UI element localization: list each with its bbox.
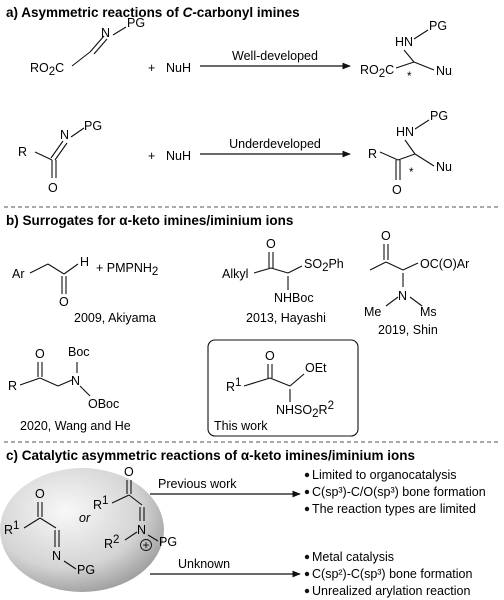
plus-sign: + [148, 61, 155, 75]
svg-text:+ PMPNH2: + PMPNH2 [96, 261, 158, 278]
svg-text:R1: R1 [226, 377, 241, 394]
svg-text:R1: R1 [93, 495, 108, 512]
svg-text:N: N [71, 374, 80, 388]
svg-text:N: N [137, 523, 146, 537]
svg-text:R2: R2 [104, 534, 119, 551]
this-work-box [207, 339, 359, 437]
svg-text:2013, Hayashi: 2013, Hayashi [246, 311, 326, 325]
svg-text:PG: PG [84, 119, 102, 133]
svg-text:2020, Wang and He: 2020, Wang and He [20, 419, 131, 433]
svg-text:This work: This work [214, 419, 268, 433]
unknown-list: Metal catalysis C(sp²)-C(sp³) bone forma… [304, 550, 473, 598]
section-b-title: b) Surrogates for α-keto imines/iminium … [6, 213, 293, 228]
reactant-c-ester-imine: N PG RO2C [30, 16, 145, 78]
arrow-label-well-developed: Well-developed [232, 49, 318, 63]
svg-text:O: O [265, 349, 275, 363]
section-c-title: c) Catalytic asymmetric reactions of α-k… [6, 448, 415, 463]
svg-text:*: * [409, 167, 414, 179]
svg-text:N: N [52, 549, 61, 563]
svg-text:O: O [35, 347, 45, 361]
svg-text:RO2C: RO2C [360, 63, 394, 80]
svg-text:+: + [143, 540, 150, 552]
svg-text:O: O [35, 487, 45, 501]
svg-text:SO2Ph: SO2Ph [304, 257, 344, 274]
sphere-background [0, 468, 164, 592]
svg-text:HN: HN [395, 35, 413, 49]
svg-text:O: O [48, 181, 58, 195]
list-item: Unrealized arylation reaction [312, 584, 470, 598]
svg-text:N: N [101, 26, 110, 40]
svg-text:Ms: Ms [420, 305, 437, 319]
svg-text:RO2C: RO2C [30, 61, 64, 78]
svg-text:R: R [368, 147, 377, 161]
svg-text:NHBoc: NHBoc [274, 291, 314, 305]
svg-text:Nu: Nu [436, 160, 452, 174]
svg-text:N: N [398, 289, 407, 303]
svg-text:PG: PG [430, 109, 448, 123]
list-item: Metal catalysis [312, 550, 394, 564]
svg-text:HN: HN [396, 125, 414, 139]
svg-text:R: R [8, 379, 17, 393]
svg-text:OC(O)Ar: OC(O)Ar [420, 257, 469, 271]
svg-text:Me: Me [364, 305, 381, 319]
svg-text:*: * [407, 71, 412, 83]
plus-sign: + [148, 149, 155, 163]
svg-text:OEt: OEt [305, 361, 327, 375]
svg-text:PG: PG [159, 535, 177, 549]
arrow-label-underdeveloped: Underdeveloped [229, 137, 321, 151]
sphere-keto-imine: O R1 N PG [4, 487, 95, 577]
svg-text:O: O [381, 229, 391, 243]
or-label: or [79, 511, 91, 525]
list-item: C(sp³)-C/O(sp³) bone formation [312, 485, 486, 499]
product-amino-ester: HN PG RO2C * Nu [360, 19, 452, 83]
sphere-keto-iminium: O R1 N R2 PG + [93, 465, 177, 552]
list-item: Limited to organocatalysis [312, 468, 457, 482]
surrogate-wang-he: O R N Boc OBoc 2020, Wang and He [8, 345, 131, 433]
svg-text:PG: PG [127, 16, 145, 30]
surrogate-this-work: O R1 OEt NHSO2R2 This work [214, 349, 334, 433]
svg-text:OBoc: OBoc [88, 397, 119, 411]
unknown-label: Unknown [178, 557, 230, 571]
product-amino-ketone: HN PG R O * Nu [368, 109, 452, 197]
svg-text:R1: R1 [4, 520, 19, 537]
svg-text:N: N [60, 128, 69, 142]
svg-text:Boc: Boc [68, 345, 90, 359]
svg-text:O: O [266, 237, 276, 251]
svg-text:2009, Akiyama: 2009, Akiyama [74, 311, 156, 325]
svg-text:NHSO2R2: NHSO2R2 [276, 400, 334, 420]
surrogate-akiyama: Ar O H + PMPNH2 2009, Akiyama [12, 255, 158, 325]
previous-work-label: Previous work [158, 477, 237, 491]
surrogate-shin: O OC(O)Ar N Me Ms 2019, Shin [364, 229, 469, 337]
nucleophile: NuH [166, 149, 191, 163]
svg-text:2019, Shin: 2019, Shin [378, 323, 438, 337]
reactant-c-keto-imine: PG N R O [18, 119, 102, 195]
svg-text:Ar: Ar [12, 267, 25, 281]
svg-text:PG: PG [429, 19, 447, 33]
svg-text:H: H [80, 255, 89, 269]
svg-text:Alkyl: Alkyl [222, 267, 248, 281]
list-item: C(sp²)-C(sp³) bone formation [312, 567, 473, 581]
svg-text:R: R [18, 145, 27, 159]
surrogate-hayashi: O Alkyl SO2Ph NHBoc 2013, Hayashi [222, 237, 344, 325]
section-a-title: a) Asymmetric reactions of C-carbonyl im… [6, 5, 300, 20]
previous-work-list: Limited to organocatalysis C(sp³)-C/O(sp… [304, 468, 486, 516]
list-item: The reaction types are limited [312, 502, 476, 516]
svg-text:Nu: Nu [436, 64, 452, 78]
svg-text:O: O [392, 183, 402, 197]
svg-text:PG: PG [77, 563, 95, 577]
svg-text:O: O [124, 465, 134, 479]
nucleophile: NuH [166, 61, 191, 75]
svg-text:O: O [59, 295, 69, 309]
